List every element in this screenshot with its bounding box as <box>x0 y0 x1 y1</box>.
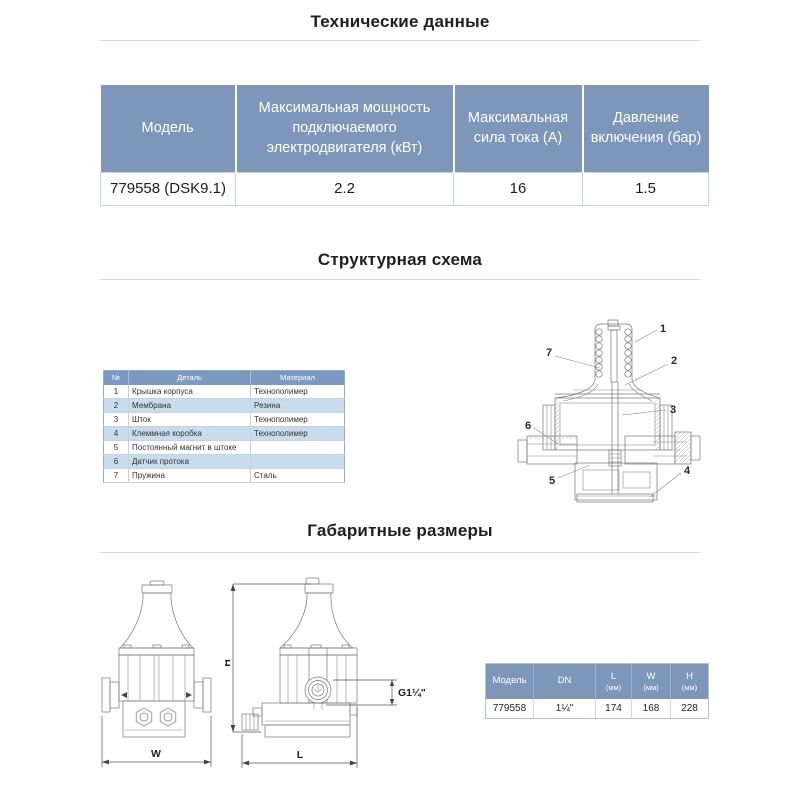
dimensions-title: Габаритные размеры <box>307 521 493 540</box>
tech-table-header-row: Модель Максимальная мощность подключаемо… <box>100 85 709 172</box>
header-label: H <box>686 670 693 682</box>
title-divider <box>100 552 700 553</box>
part-detail: Шток <box>128 412 251 427</box>
h-value: 228 <box>670 698 709 719</box>
column-header-l: L (мм) <box>595 663 632 699</box>
header-label: L <box>610 670 617 682</box>
structure-title: Структурная схема <box>317 250 483 269</box>
max-power-value: 2.2 <box>235 171 454 206</box>
part-material <box>250 440 345 455</box>
l-value: 174 <box>595 698 632 719</box>
column-header-part: Деталь <box>128 370 251 385</box>
part-detail: Пружина <box>128 468 251 483</box>
width-dimension-label: W <box>151 748 161 760</box>
part-material: Сталь <box>250 468 345 483</box>
part-number: 1 <box>103 384 129 399</box>
header-label: DN <box>557 675 572 687</box>
model-value: 779558 (DSK9.1) <box>100 171 236 206</box>
part-detail: Постоянный магнит в штоке <box>128 440 251 455</box>
tech-table-data-row: 779558 (DSK9.1) 2.2 16 1.5 <box>100 171 709 206</box>
w-value: 168 <box>631 698 671 719</box>
callout-2: 2 <box>671 355 677 367</box>
callout-1: 1 <box>660 323 666 335</box>
part-material: Технополимер <box>250 426 345 441</box>
callout-5: 5 <box>549 475 555 487</box>
part-material <box>250 454 345 469</box>
header-label: Модель <box>492 675 527 687</box>
dimensions-table: Модель DN L (мм) W (мм) H (мм) 779558 1¼… <box>485 663 709 719</box>
callout-7: 7 <box>546 347 552 359</box>
front-view-drawing: W <box>101 580 212 767</box>
part-number: 7 <box>103 468 129 483</box>
column-header-w: W (мм) <box>631 663 671 699</box>
parts-list-table: № Деталь Материал 1 Крышка корпуса Техно… <box>103 370 345 483</box>
part-material: Технополимер <box>250 412 345 427</box>
thread-size-label: G1¼" <box>398 687 426 699</box>
parts-header-row: № Деталь Материал <box>103 370 345 385</box>
part-number: 3 <box>103 412 129 427</box>
parts-row: 7 Пружина Сталь <box>103 468 345 483</box>
callout-6: 6 <box>525 420 531 432</box>
parts-row: 3 Шток Технополимер <box>103 412 345 427</box>
parts-row: 1 Крышка корпуса Технополимер <box>103 384 345 399</box>
part-number: 4 <box>103 426 129 441</box>
part-detail: Мембрана <box>128 398 251 413</box>
model-value: 779558 <box>485 698 534 719</box>
column-header-pressure: Давление включения (бар) <box>581 85 709 172</box>
title-divider <box>100 279 700 280</box>
height-dimension-label: H <box>225 659 233 667</box>
dn-value: 1¼" <box>533 698 596 719</box>
header-unit: (мм) <box>643 682 659 692</box>
dims-data-row: 779558 1¼" 174 168 228 <box>485 698 709 719</box>
column-header-model: Модель <box>485 663 534 699</box>
header-label: W <box>646 670 656 682</box>
callout-4: 4 <box>684 465 691 477</box>
dims-header-row: Модель DN L (мм) W (мм) H (мм) <box>485 663 709 699</box>
max-current-value: 16 <box>453 171 583 206</box>
title-divider <box>100 40 700 41</box>
parts-row: 4 Клеммная коробка Технополимер <box>103 426 345 441</box>
header-unit: (мм) <box>681 682 698 692</box>
part-detail: Крышка корпуса <box>128 384 251 399</box>
tech-data-title: Технические данные <box>310 12 490 31</box>
column-header-max-current: Максимальная сила тока (А) <box>452 85 583 172</box>
column-header-max-power: Максимальная мощность подключаемого элек… <box>234 85 454 172</box>
header-unit: (мм) <box>605 682 622 692</box>
parts-row: 2 Мембрана Резина <box>103 398 345 413</box>
part-material: Резина <box>250 398 345 413</box>
column-header-number: № <box>103 370 129 385</box>
structural-cross-section-drawing: 1 7 2 3 6 5 4 <box>517 319 701 503</box>
side-view-drawing: H G1¼" L <box>225 577 426 768</box>
pressure-value: 1.5 <box>582 171 709 206</box>
tech-data-table: Модель Максимальная мощность подключаемо… <box>100 85 709 206</box>
parts-row: 6 Датчик протока <box>103 454 345 469</box>
length-dimension-label: L <box>297 749 304 761</box>
part-detail: Клеммная коробка <box>128 426 251 441</box>
column-header-dn: DN <box>533 663 596 699</box>
part-number: 5 <box>103 440 129 455</box>
part-number: 6 <box>103 454 129 469</box>
part-detail: Датчик протока <box>128 454 251 469</box>
column-header-model: Модель <box>100 85 236 172</box>
callout-3: 3 <box>670 404 676 416</box>
column-header-material: Материал <box>250 370 345 385</box>
part-material: Технополимер <box>250 384 345 399</box>
column-header-h: H (мм) <box>670 663 709 699</box>
part-number: 2 <box>103 398 129 413</box>
parts-row: 5 Постоянный магнит в штоке <box>103 440 345 455</box>
